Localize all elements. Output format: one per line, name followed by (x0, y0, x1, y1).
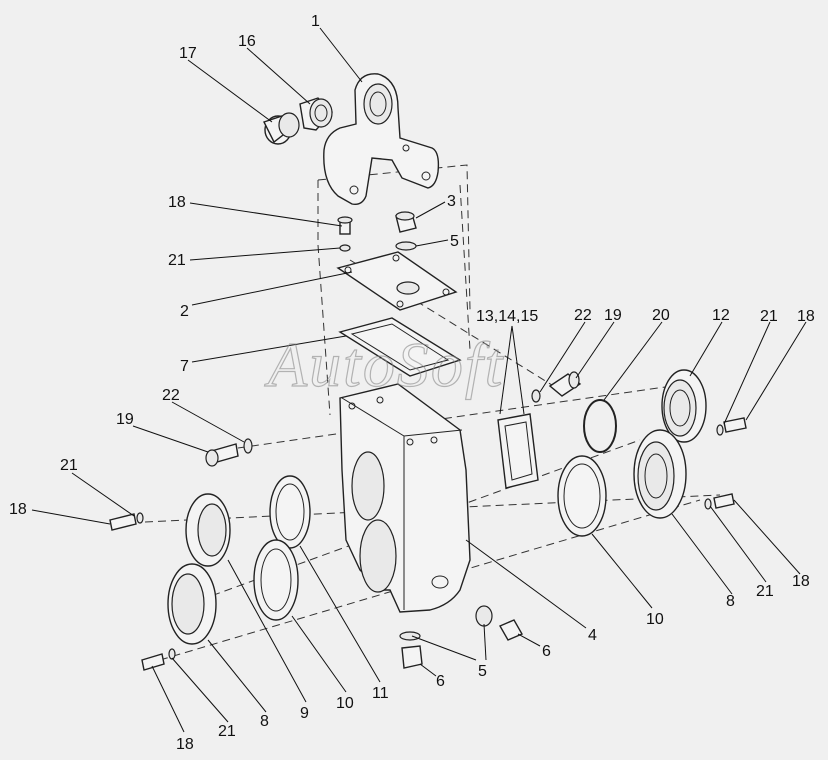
gasket-11-left (269, 475, 311, 549)
callout-22-left: 22 (162, 387, 180, 404)
callout-18-left-bottom: 18 (176, 736, 194, 753)
gasket-7 (338, 317, 462, 377)
bearing-cover-12 (661, 369, 707, 443)
callout-7: 7 (180, 358, 189, 375)
bearing-cover-8-left (167, 563, 217, 645)
cover-plate-2 (336, 251, 458, 311)
gasket-10-right (557, 455, 607, 537)
callout-21-right-bottom: 21 (756, 583, 774, 600)
callout-21-top: 21 (168, 252, 186, 269)
bolt-18-right-bottom (704, 493, 735, 510)
callout-19-left: 19 (116, 411, 134, 428)
callout-18-right-bottom: 18 (792, 573, 810, 590)
gasket-10-left (253, 539, 299, 621)
callout-19-right: 19 (604, 307, 622, 324)
watermark-text: AutoSoft (264, 329, 505, 400)
housing-4 (339, 383, 471, 613)
callout-labels: 1 16 17 18 3 21 5 2 7 13,14,15 22 19 20 … (9, 13, 815, 753)
bearing-cover-9-left (185, 493, 231, 567)
callout-6-bottom: 6 (436, 673, 445, 690)
drain-plug-6-side (475, 605, 523, 641)
bolt-18-top (337, 216, 353, 252)
callout-21-left-bottom: 21 (218, 723, 236, 740)
bolt-18-left-top (109, 512, 144, 531)
callout-18-top: 18 (168, 194, 186, 211)
callout-11: 11 (372, 685, 389, 702)
callout-3: 3 (447, 193, 456, 210)
callout-17: 17 (179, 45, 197, 62)
callout-12: 12 (712, 307, 730, 324)
bushing-16 (299, 97, 333, 131)
bushing-17 (263, 112, 300, 145)
callout-18-right: 18 (797, 308, 815, 325)
callout-2: 2 (180, 303, 189, 320)
seal-13-14-15 (497, 413, 539, 489)
callout-21-left: 21 (60, 457, 78, 474)
o-ring-20 (583, 399, 617, 453)
bracket-1 (323, 73, 440, 206)
bolt-18-right-top (716, 417, 747, 436)
callout-5-bottom: 5 (478, 663, 487, 680)
bolt-19-right (531, 371, 582, 403)
callout-20: 20 (652, 307, 670, 324)
callout-8-right: 8 (726, 593, 735, 610)
callout-8-left: 8 (260, 713, 269, 730)
plug-3 (395, 211, 417, 251)
callout-9: 9 (300, 705, 309, 722)
callout-22-right: 22 (574, 307, 592, 324)
callout-6-side: 6 (542, 643, 551, 660)
leader-lines (31, 27, 807, 733)
callout-10-right: 10 (646, 611, 664, 628)
bolt-19-left (205, 438, 253, 467)
callout-21-right: 21 (760, 308, 778, 325)
callout-16: 16 (238, 33, 256, 50)
callout-4: 4 (588, 627, 597, 644)
drain-plug-6-bottom (399, 631, 423, 669)
callout-13-14-15: 13,14,15 (476, 308, 538, 325)
callout-1: 1 (311, 13, 320, 30)
bearing-cover-8-right (633, 429, 687, 519)
bolt-18-left-bottom (141, 648, 176, 671)
callout-5-top: 5 (450, 233, 459, 250)
callout-18-left: 18 (9, 501, 27, 518)
callout-10-left: 10 (336, 695, 354, 712)
